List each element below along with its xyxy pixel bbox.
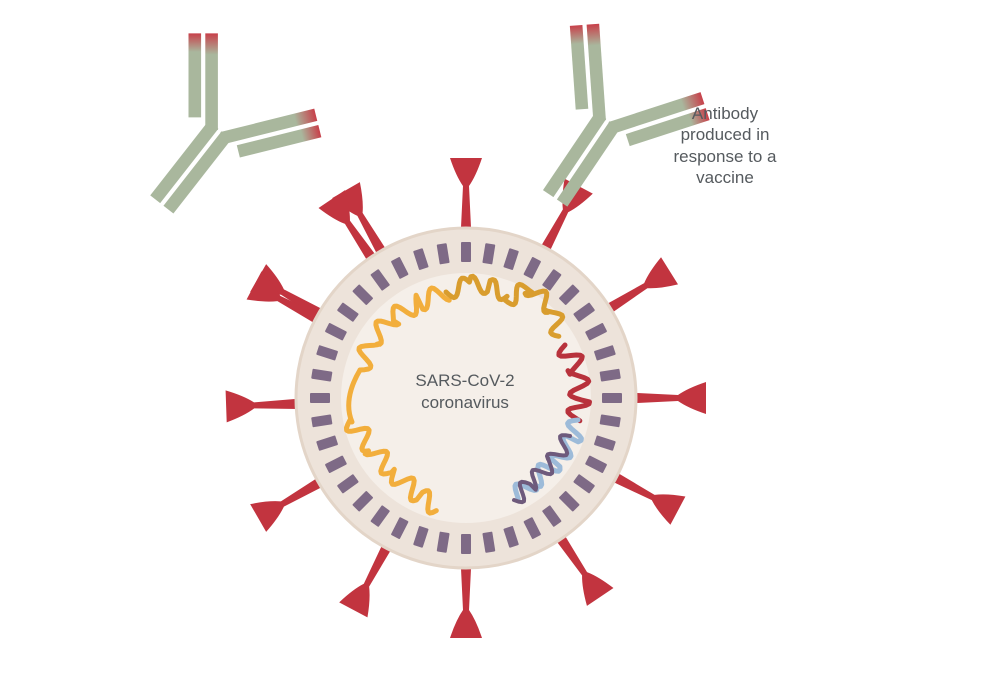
membrane-protein — [573, 474, 595, 494]
membrane-protein — [594, 435, 616, 451]
membrane-protein — [461, 534, 471, 554]
membrane-protein — [413, 526, 429, 548]
spike-protein-icon — [339, 527, 401, 618]
membrane-protein — [482, 243, 496, 265]
spike-protein-icon — [450, 158, 482, 248]
membrane-protein — [337, 474, 359, 494]
membrane-protein — [523, 517, 541, 539]
membrane-protein — [602, 393, 622, 403]
membrane-protein — [370, 505, 390, 527]
membrane-protein — [436, 243, 450, 265]
membrane-protein — [352, 491, 373, 512]
membrane-protein — [337, 302, 359, 322]
membrane-protein — [482, 531, 496, 553]
spike-protein-icon — [590, 257, 679, 324]
membrane-protein — [503, 526, 519, 548]
spike-protein-icon — [225, 390, 317, 423]
membrane-protein — [413, 248, 429, 270]
rna-strand-icon — [344, 273, 592, 516]
spike-protein-icon — [616, 382, 706, 414]
spike-protein-icon — [250, 264, 340, 329]
spike-protein-icon — [250, 467, 340, 532]
membrane-protein — [573, 302, 595, 322]
membrane-protein — [585, 455, 607, 473]
membrane-protein — [352, 284, 373, 305]
membrane-protein — [391, 517, 409, 539]
membrane-protein — [325, 323, 347, 341]
membrane-protein — [461, 242, 471, 262]
spike-protein-icon — [246, 271, 337, 333]
antibody-icon — [150, 33, 322, 214]
membrane-protein — [585, 323, 607, 341]
membrane-protein — [310, 393, 330, 403]
membrane-protein — [599, 414, 621, 428]
membrane-protein — [559, 491, 580, 512]
membrane-protein — [542, 505, 562, 527]
virus-core — [341, 273, 591, 523]
membrane-protein — [316, 435, 338, 451]
membrane-protein — [436, 531, 450, 553]
membrane-protein — [523, 257, 541, 279]
antibody-icon-bound — [542, 23, 710, 207]
spike-protein-icon — [318, 190, 388, 277]
spike-protein-icon — [544, 519, 614, 606]
spike-protein-icon — [531, 178, 593, 269]
membrane-protein — [316, 345, 338, 361]
membrane-protein — [599, 368, 621, 382]
virus-label: SARS-CoV-2 coronavirus — [415, 371, 515, 413]
spike-proteins — [225, 158, 706, 638]
spike-protein-icon — [595, 463, 686, 525]
antibody-label: Antibody produced in response to a vacci… — [673, 104, 777, 187]
membrane-protein — [325, 455, 347, 473]
membrane-protein — [594, 345, 616, 361]
membrane-protein — [370, 269, 390, 291]
membrane-protein — [542, 269, 562, 291]
membrane-protein — [391, 257, 409, 279]
spike-protein-icon — [450, 548, 482, 638]
membrane-proteins — [310, 242, 622, 554]
membrane-protein — [559, 284, 580, 305]
membrane-protein — [311, 414, 333, 428]
membrane-protein — [311, 368, 333, 382]
membrane-protein — [503, 248, 519, 270]
